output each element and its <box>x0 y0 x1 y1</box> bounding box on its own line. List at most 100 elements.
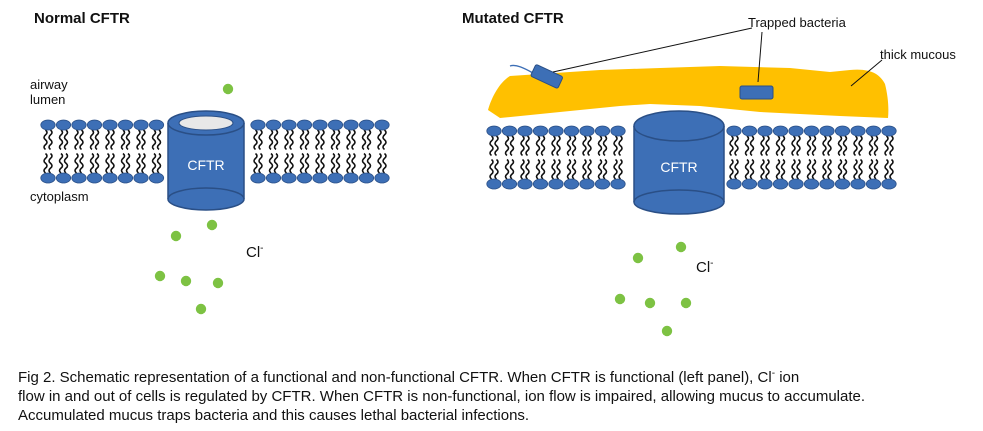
left-ions <box>154 83 234 315</box>
lipid-tail <box>330 152 336 174</box>
lipid-tail <box>74 152 79 174</box>
lipid-tail <box>79 152 84 174</box>
lipid-head-top <box>548 125 564 137</box>
right-channel-label: CFTR <box>660 159 697 175</box>
lipid-head-top <box>865 125 882 137</box>
lipid-tail <box>775 135 781 157</box>
lipid-tail <box>63 152 69 174</box>
lipid-head-top <box>501 125 518 137</box>
caption-line-1-sup: - <box>771 368 776 379</box>
lipid-tail <box>884 135 889 157</box>
lipid-tail <box>136 152 141 174</box>
lipid-tail <box>253 152 258 174</box>
lipid-head-bottom <box>374 172 390 184</box>
lipid-tail <box>156 152 162 174</box>
chloride-ion <box>195 303 207 315</box>
lipid-head-top <box>86 119 103 131</box>
lipid-tail <box>853 158 858 180</box>
left-channel-label: CFTR <box>187 157 224 173</box>
lipid-tail <box>346 129 351 151</box>
right-ion-charge: - <box>710 258 713 269</box>
lipid-head-top <box>881 125 897 137</box>
lipid-head-top <box>772 125 789 137</box>
lipid-tail <box>315 129 320 151</box>
lipid-head-bottom <box>757 178 773 190</box>
lipid-tail <box>587 158 592 180</box>
lipid-tail <box>571 135 577 157</box>
airway-lumen-label: airway lumen <box>30 77 71 107</box>
lipid-tail <box>258 152 263 174</box>
lipid-tail <box>811 135 817 157</box>
caption-line-2: flow in and out of cells is regulated by… <box>18 388 866 405</box>
lipid-head-top <box>517 125 533 137</box>
lipid-head-top <box>71 119 87 131</box>
lipid-head-bottom <box>281 172 297 184</box>
left-channel-pore <box>178 115 234 131</box>
chloride-ion <box>222 83 234 95</box>
left-ion-symbol: Cl <box>246 244 260 261</box>
lipid-tail <box>535 135 541 157</box>
chloride-ion <box>644 297 656 309</box>
lipid-head-top <box>610 125 626 137</box>
lipid-tail <box>602 158 608 180</box>
lipid-head-bottom <box>86 172 103 184</box>
right-panel-title: Mutated CFTR <box>462 10 564 27</box>
lipid-head-bottom <box>772 178 789 190</box>
lipid-tail <box>110 129 115 151</box>
mucus-pointer <box>850 59 883 87</box>
lipid-tail <box>89 129 95 151</box>
lipid-tail <box>765 135 770 157</box>
lipid-head-bottom <box>563 178 580 190</box>
lipid-tail <box>868 158 874 180</box>
lipid-tail <box>509 158 515 180</box>
lipid-head-bottom <box>788 178 804 190</box>
lipid-head-bottom <box>117 172 134 184</box>
lipid-head-top <box>788 125 804 137</box>
lipid-tail <box>837 158 843 180</box>
left-ion-label: Cl- <box>246 243 264 261</box>
left-membrane <box>40 119 390 184</box>
lipid-tail <box>120 129 126 151</box>
lipid-tail <box>837 135 843 157</box>
lipid-tail <box>335 152 341 174</box>
lipid-head-top <box>40 119 56 131</box>
lipid-head-top <box>265 119 282 131</box>
lipid-tail <box>366 152 372 174</box>
bacteria-pointer-left <box>552 27 753 73</box>
lipid-tail <box>504 158 510 180</box>
lipid-tail <box>822 135 827 157</box>
lipid-head-bottom <box>610 178 626 190</box>
lipid-tail <box>58 152 64 174</box>
lipid-tail <box>780 135 786 157</box>
lipid-tail <box>551 158 556 180</box>
lipid-tail <box>351 152 356 174</box>
lipid-tail <box>873 158 879 180</box>
lipid-tail <box>618 158 623 180</box>
lipid-tail <box>734 158 739 180</box>
chloride-ion <box>154 270 166 282</box>
lipid-head-top <box>374 119 390 131</box>
lipid-head-bottom <box>312 172 328 184</box>
lipid-tail <box>613 158 618 180</box>
lipid-head-bottom <box>40 172 56 184</box>
lipid-tail <box>494 135 499 157</box>
lipid-tail <box>734 135 739 157</box>
lipid-tail <box>535 158 541 180</box>
lipid-tail <box>806 135 812 157</box>
lipid-tail <box>284 152 289 174</box>
lipid-tail <box>749 158 755 180</box>
lipid-tail <box>760 135 765 157</box>
lipid-tail <box>141 152 146 174</box>
lipid-tail <box>842 135 848 157</box>
lipid-head-top <box>281 119 297 131</box>
lipid-tail <box>520 135 525 157</box>
lipid-tail <box>613 135 618 157</box>
lipid-tail <box>597 158 603 180</box>
right-ion-label: Cl- <box>696 258 714 276</box>
lipid-tail <box>571 158 577 180</box>
caption-line-1-text: Fig 2. Schematic representation of a fun… <box>18 369 772 386</box>
lipid-tail <box>289 152 294 174</box>
bacterium-right <box>739 85 774 100</box>
lipid-tail <box>509 135 515 157</box>
chloride-ion <box>180 275 192 287</box>
